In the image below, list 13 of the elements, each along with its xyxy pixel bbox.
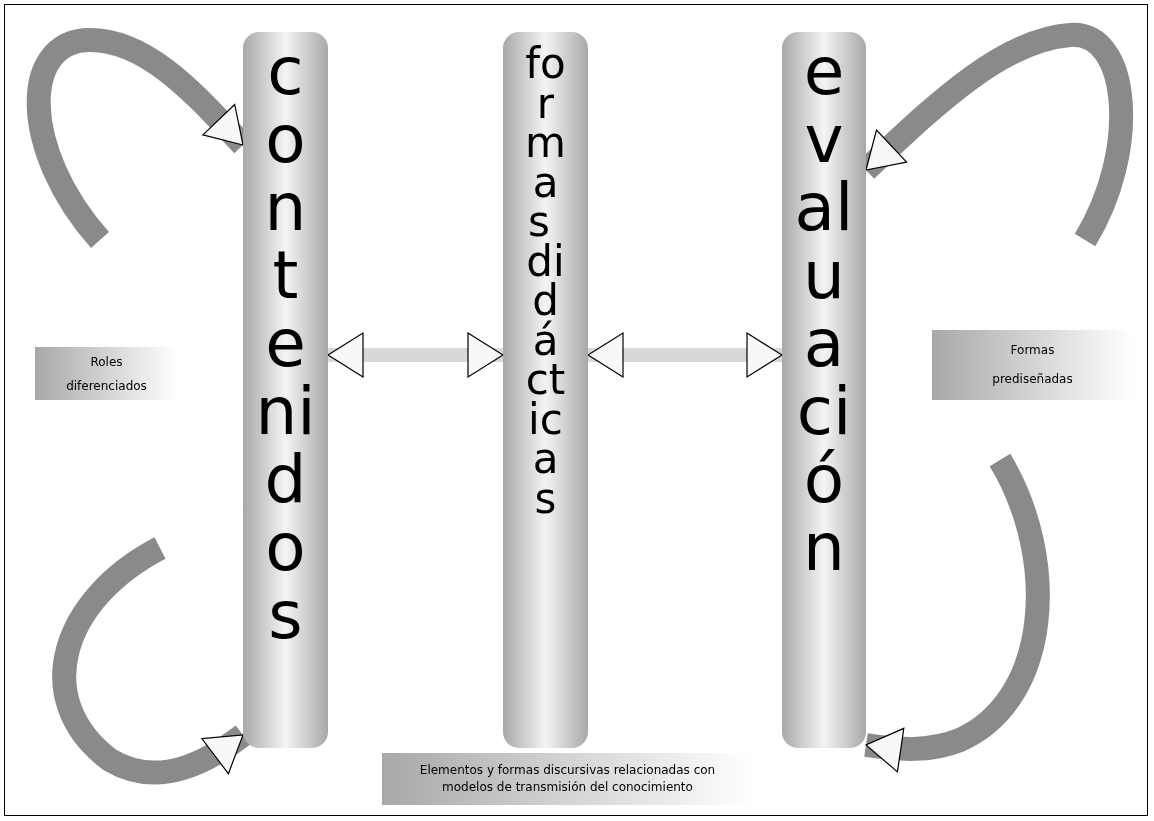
box-text: Roles diferenciados	[65, 353, 148, 395]
vertical-pillar	[782, 32, 866, 748]
double-arrow	[327, 332, 504, 378]
curved-arrow	[864, 454, 1050, 773]
box-text: Elementos y formas discursivas relacionadas con modelos de transmisión del conocimiento	[418, 762, 717, 796]
curved-arrow	[52, 537, 251, 785]
box-text: Formas prediseñadas	[991, 342, 1074, 388]
pillar-label: evaluación	[793, 38, 855, 582]
double-arrow	[587, 332, 783, 378]
vertical-pillar	[503, 32, 588, 748]
vertical-pillar	[243, 32, 328, 748]
pillar-label: formas didácticas	[524, 44, 567, 518]
pillar-label: contenidos	[254, 38, 317, 650]
